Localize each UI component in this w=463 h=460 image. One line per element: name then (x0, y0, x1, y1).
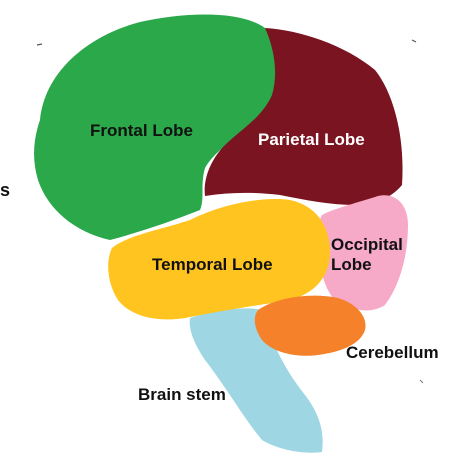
pencil-mark (420, 380, 423, 383)
cerebellum-label: Cerebellum (346, 343, 439, 363)
brain-stem-label: Brain stem (138, 385, 226, 405)
stray-text: s (0, 180, 10, 201)
pencil-mark (37, 44, 42, 45)
parietal-lobe-label: Parietal Lobe (258, 130, 365, 150)
pencil-mark (412, 40, 416, 42)
temporal-lobe-label: Temporal Lobe (152, 255, 273, 275)
occipital-lobe-label: Occipital Lobe (331, 235, 421, 274)
frontal-lobe-label: Frontal Lobe (90, 121, 193, 141)
